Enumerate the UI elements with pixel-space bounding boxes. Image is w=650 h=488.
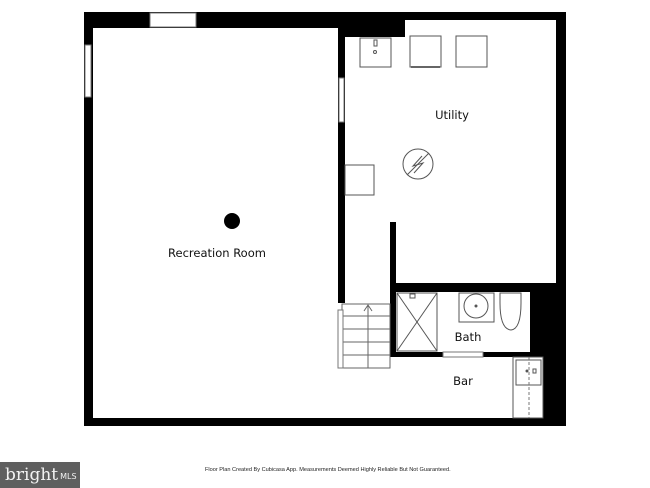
disclaimer: Floor Plan Created By Cubicasa App. Meas… [205, 467, 451, 473]
hall-floor [345, 222, 390, 292]
furnace [344, 164, 375, 196]
partition-wall [396, 283, 556, 292]
partition-wall [338, 28, 345, 303]
bright-mls-logo: bright MLS [0, 462, 80, 488]
logo-suffix: MLS [60, 472, 77, 481]
partition-wall [390, 222, 396, 355]
door-opening [442, 351, 484, 358]
shower [396, 292, 438, 352]
door-opening [338, 77, 345, 123]
faucet [373, 39, 378, 47]
room-label-recreation: Recreation Room [168, 246, 266, 260]
recreation-room-floor [93, 28, 338, 418]
utility-floor-top [405, 20, 556, 40]
logo-text: bright [5, 465, 59, 485]
room-label-bar: Bar [453, 374, 473, 388]
washer [409, 35, 442, 68]
room-label-utility: Utility [435, 108, 469, 122]
dryer [455, 35, 488, 68]
bar-floor [338, 357, 543, 418]
window [84, 44, 92, 98]
window [149, 12, 197, 28]
drain [474, 304, 478, 308]
support-column [224, 213, 240, 229]
drain [373, 50, 377, 54]
room-label-bath: Bath [455, 330, 482, 344]
toilet [499, 292, 522, 331]
